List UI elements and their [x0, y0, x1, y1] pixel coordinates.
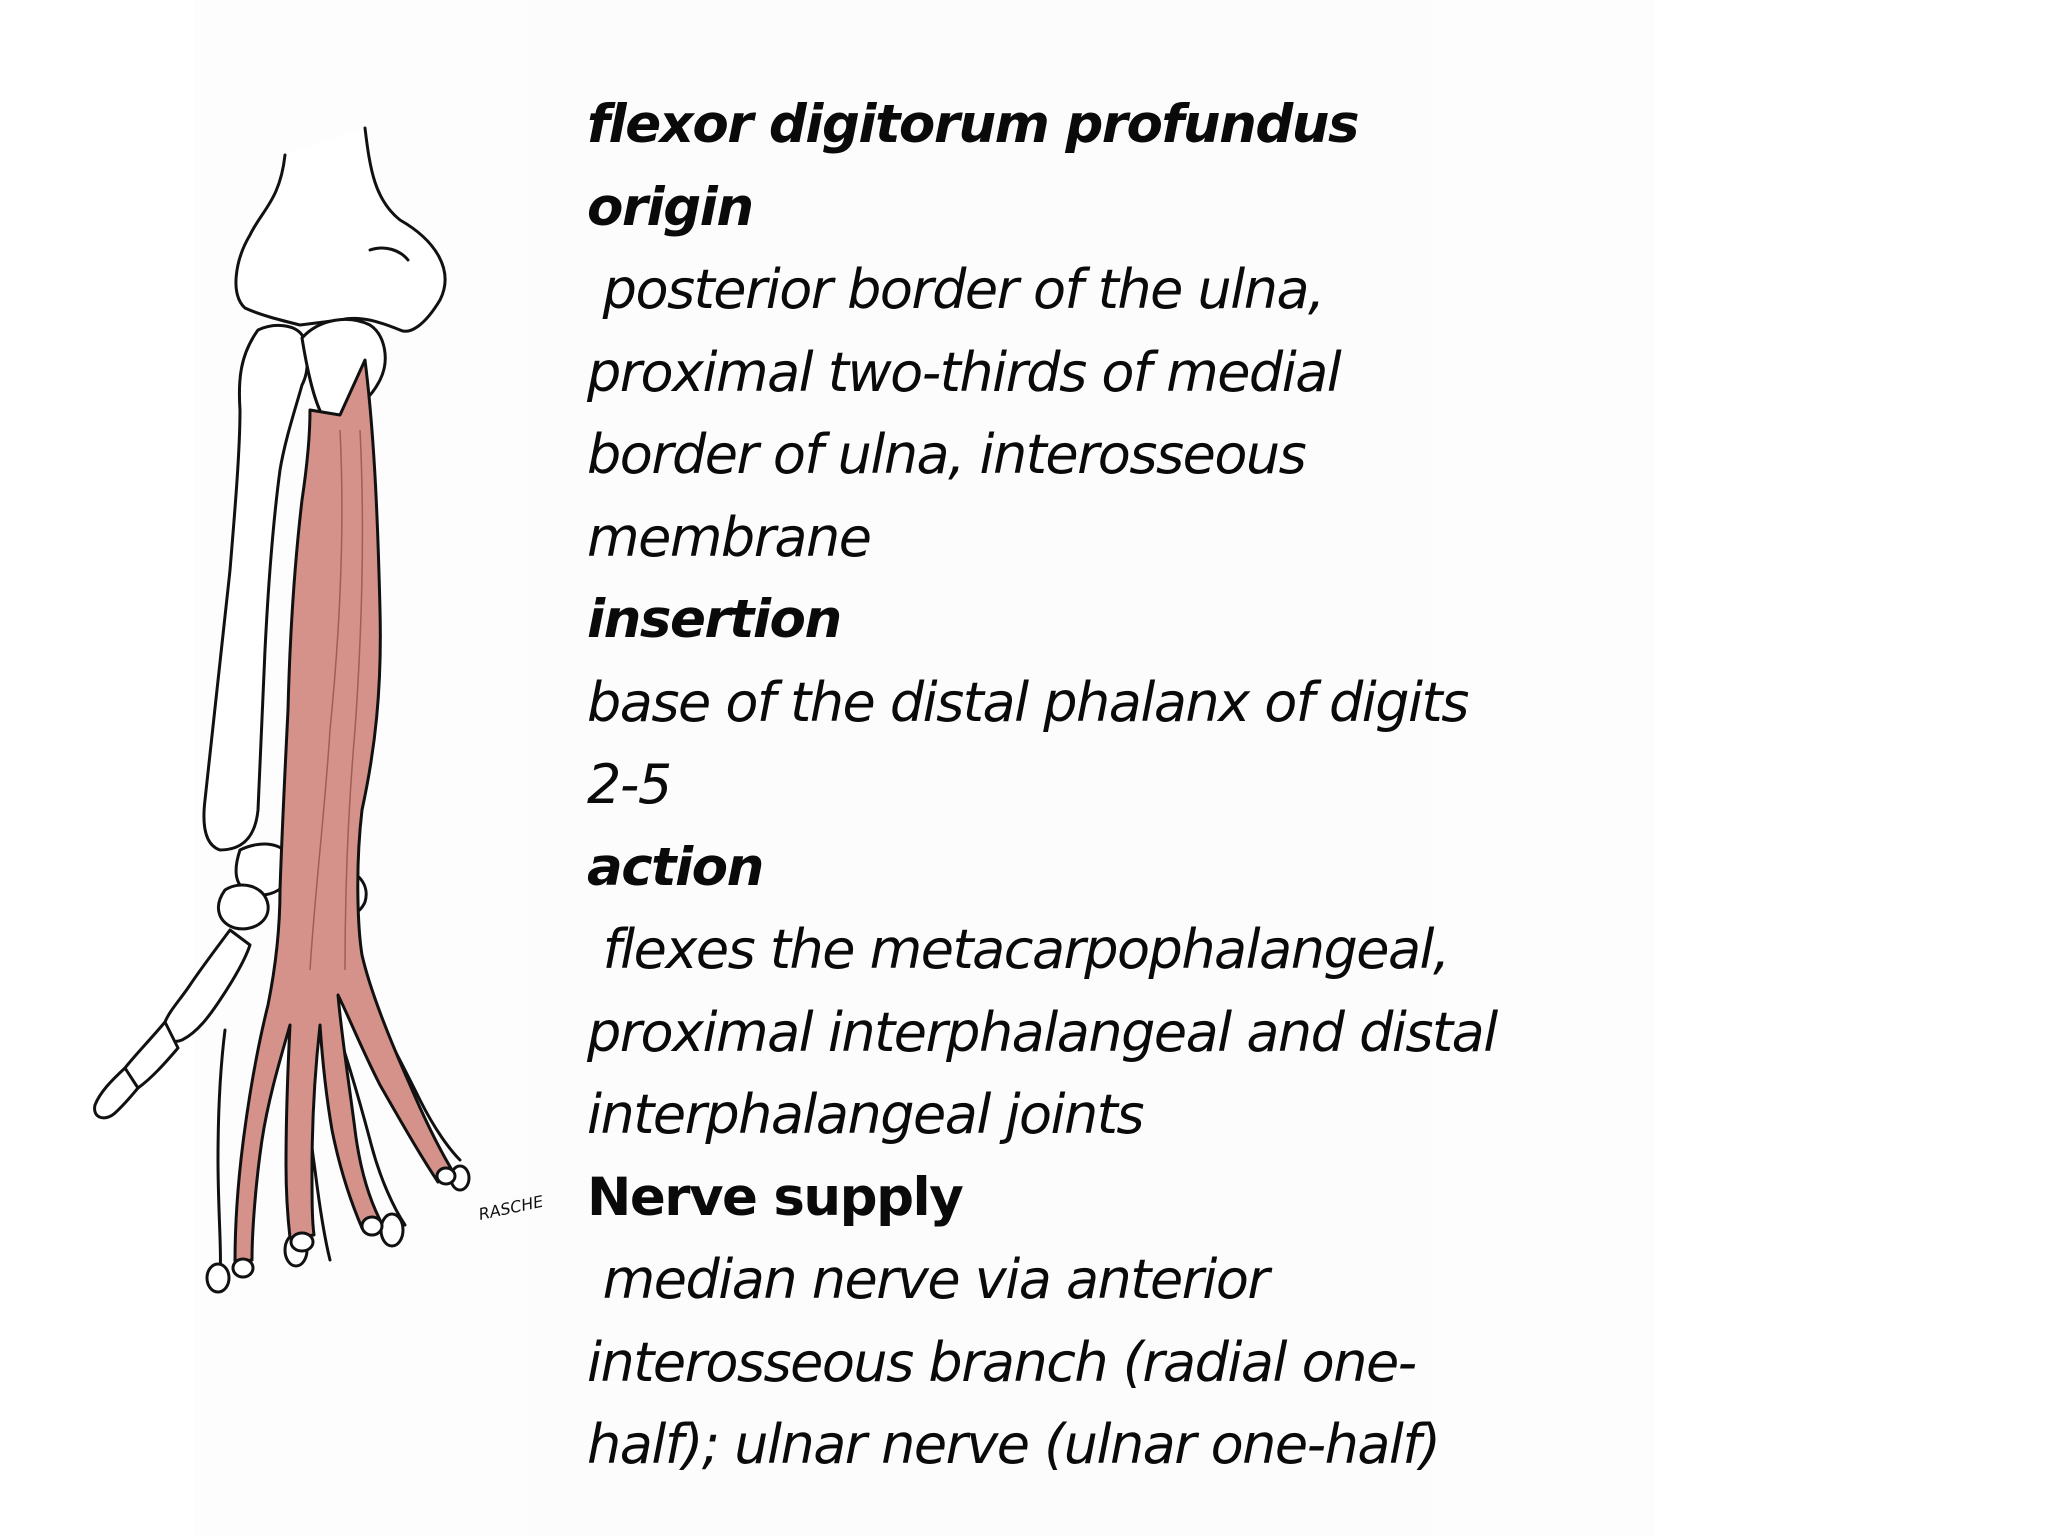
action-text-line-1: flexes the metacarpophalangeal,	[587, 918, 1451, 981]
action-text-line-2: proximal interphalangeal and distal	[587, 1000, 1498, 1064]
forearm-muscle-illustration: RASCHE	[40, 110, 580, 1310]
tendon-cap-4	[435, 1166, 457, 1186]
muscle-fiber-2	[344, 429, 364, 971]
nerve-supply-text-line-3: half); ulnar nerve (ulnar one-half)	[587, 1413, 1441, 1476]
origin-text-line-3: border of ulna, interosseous	[587, 423, 1307, 486]
humerus-detail	[368, 246, 410, 262]
fingertip-index	[205, 1262, 231, 1294]
thumb-distal-phalanx	[93, 1066, 140, 1120]
nerve-supply-heading: Nerve supply	[587, 1166, 964, 1228]
muscle-title: flexor digitorum profundus	[587, 94, 1360, 155]
muscle-belly	[233, 358, 454, 1264]
nerve-supply-text-line-2: interosseous branch (radial one-	[587, 1330, 1417, 1394]
origin-heading: origin	[587, 176, 754, 238]
insertion-heading: insertion	[587, 589, 842, 650]
nerve-supply-text-line-1: median nerve via anterior	[587, 1248, 1270, 1311]
radius-bone	[202, 323, 309, 852]
forearm-drawing: RASCHE	[93, 126, 546, 1294]
finger-bone-index	[216, 1028, 227, 1272]
insertion-text-line-2: 2-5	[587, 753, 672, 816]
action-heading: action	[587, 836, 764, 898]
muscle-fiber-1	[309, 429, 343, 971]
carpal-bone-2	[217, 883, 270, 931]
origin-text-line-2: proximal two-thirds of medial	[587, 340, 1342, 404]
thumb-metacarpal	[162, 928, 252, 1043]
tendon-cap-2	[289, 1231, 315, 1253]
action-text-line-3: interphalangeal joints	[587, 1083, 1145, 1146]
tendon-cap-1	[231, 1257, 255, 1279]
origin-text-line-1: posterior border of the ulna,	[587, 258, 1326, 321]
insertion-text-line-1: base of the distal phalanx of digits	[587, 670, 1469, 734]
humerus-bone	[234, 126, 447, 333]
muscle-description: flexor digitorum profundus origin poster…	[587, 84, 1627, 1487]
tendon-cap-3	[360, 1215, 384, 1237]
artist-signature: RASCHE	[477, 1192, 546, 1224]
origin-text-line-4: membrane	[587, 505, 872, 569]
fingertip-ring	[379, 1212, 405, 1248]
